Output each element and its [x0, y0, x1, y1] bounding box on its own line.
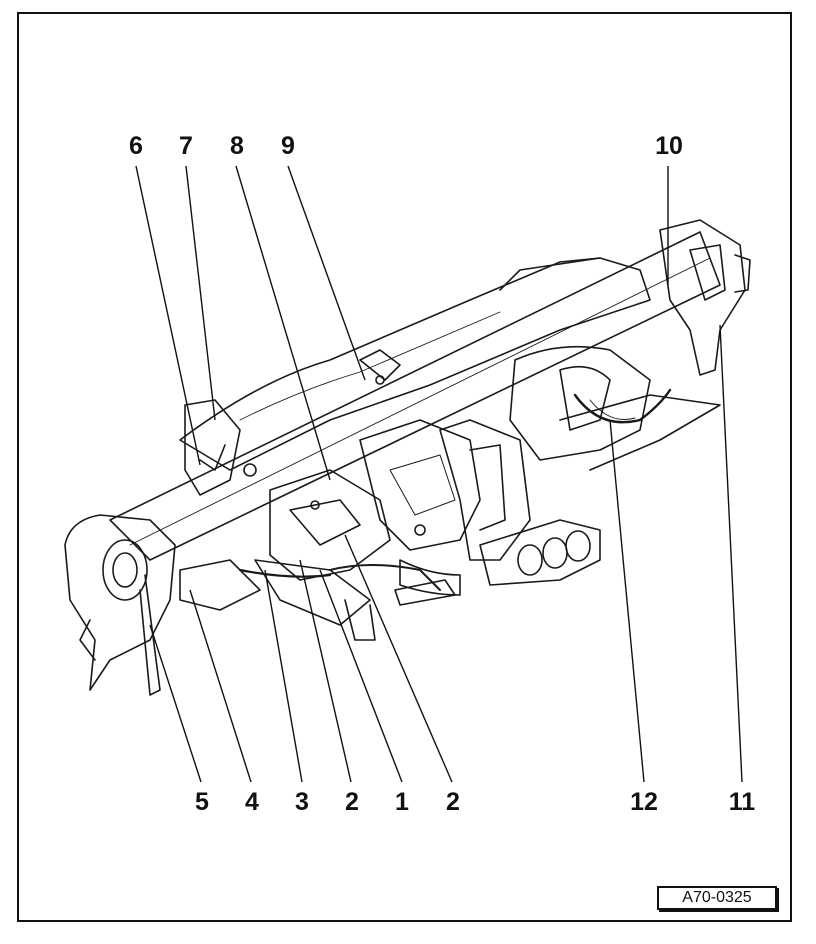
left-support-bracket	[184, 399, 241, 496]
leader-1	[319, 569, 403, 783]
callout-6: 6	[129, 132, 143, 160]
right-end-bracket	[659, 219, 746, 376]
callout-8: 8	[230, 132, 244, 160]
callout-2-left: 2	[345, 788, 359, 816]
leader-2a	[299, 559, 352, 783]
leader-6	[135, 165, 201, 466]
callout-7: 7	[179, 132, 193, 160]
callout-10: 10	[655, 132, 683, 160]
left-vent-housing	[64, 514, 176, 691]
steering-support	[359, 419, 481, 551]
leader-3	[264, 569, 303, 783]
callout-5: 5	[195, 788, 209, 816]
callout-12: 12	[630, 788, 658, 816]
leader-11	[719, 324, 743, 783]
leader-9	[287, 165, 366, 381]
leader-4	[189, 589, 252, 783]
leader-7	[185, 165, 216, 421]
leader-5	[149, 624, 202, 783]
callout-2-right: 2	[446, 788, 460, 816]
center-vent	[479, 519, 601, 586]
callout-11: 11	[728, 788, 756, 816]
wiring-harness	[573, 388, 672, 424]
center-mount	[269, 469, 391, 581]
leader-2b	[344, 534, 453, 783]
crossmember-tube	[109, 231, 721, 561]
figure-frame	[17, 12, 792, 922]
callout-1: 1	[395, 788, 409, 816]
callout-3: 3	[295, 788, 309, 816]
figure-id-label: A70-0325	[657, 886, 777, 910]
callout-9: 9	[281, 132, 295, 160]
air-duct	[179, 257, 651, 471]
leader-12	[609, 419, 645, 783]
right-heater-box	[509, 345, 651, 461]
callout-4: 4	[245, 788, 259, 816]
leader-8	[235, 165, 331, 481]
